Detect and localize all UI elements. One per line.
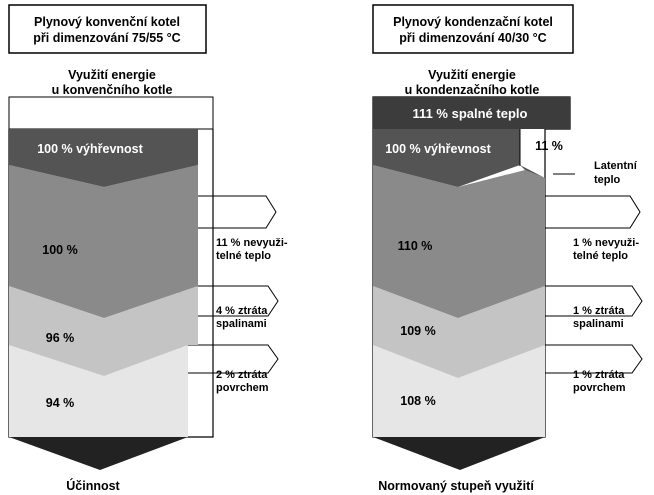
right-value-3: 108 % (400, 394, 435, 408)
left-output-arrow (9, 437, 188, 470)
right-loss-arrow-1 (544, 195, 641, 229)
left-title-line2: při dimenzování 75/55 °C (33, 31, 180, 45)
left-loss-1-line1: 11 % nevyuži- (216, 237, 288, 249)
right-title-line2: při dimenzování 40/30 °C (399, 31, 546, 45)
left-loss-1-line2: telné teplo (216, 250, 271, 262)
right-subtitle-line1: Využití energie (428, 68, 516, 82)
right-gross-heat-label: 111 % spalné teplo (413, 106, 528, 121)
left-subtitle-line1: Využití energie (68, 68, 156, 82)
right-latent-pct: 11 % (535, 139, 563, 153)
right-loss-1-line1: 1 % nevyuži- (573, 237, 639, 249)
right-title-line1: Plynový kondenzační kotel (393, 15, 553, 29)
left-loss-2-line1: 4 % ztráta (216, 305, 268, 317)
left-bottom-label: Účinnost (66, 478, 120, 493)
right-title-box (372, 4, 574, 54)
left-loss-2-line2: spalinami (216, 318, 267, 330)
right-loss-2-line1: 1 % ztráta (573, 305, 625, 317)
left-diagram: Plynový konvenční kotel při dimenzování … (8, 4, 288, 493)
right-diagram: Plynový kondenzační kotel při dimenzován… (372, 4, 643, 493)
left-input-header (8, 96, 214, 130)
left-subtitle-line2: u konvenčního kotle (52, 83, 173, 97)
right-value-1: 110 % (398, 239, 433, 253)
left-band-100 (9, 165, 198, 318)
right-loss-3-line1: 1 % ztráta (573, 369, 625, 381)
left-band-top-label: 100 % výhřevnost (37, 142, 143, 156)
right-latent-notch (520, 165, 545, 178)
right-gross-heat-bar (373, 97, 570, 129)
left-loss-3-line2: povrchem (216, 382, 269, 394)
right-latent-label-line2: teplo (594, 174, 621, 186)
left-title-box (8, 4, 207, 54)
left-value-1: 100 % (42, 243, 77, 257)
right-latent-label-line1: Latentní (594, 160, 638, 172)
right-bottom-label: Normovaný stupeň využití (378, 479, 534, 493)
right-band-110 (373, 165, 545, 318)
right-band-top-label: 100 % výhřevnost (385, 142, 491, 156)
right-value-2: 109 % (400, 324, 435, 338)
left-title-line1: Plynový konvenční kotel (34, 15, 180, 29)
left-value-3: 94 % (46, 396, 75, 410)
left-band-94 (9, 345, 188, 437)
left-band-96 (9, 286, 198, 376)
left-value-2: 96 % (46, 331, 75, 345)
right-loss-2-line2: spalinami (573, 318, 624, 330)
right-band-top (373, 129, 520, 187)
right-band-109 (373, 286, 545, 378)
right-output-arrow (373, 437, 545, 470)
right-loss-1-line2: telné teplo (573, 250, 628, 262)
left-loss-3-line1: 2 % ztráta (216, 369, 268, 381)
right-loss-3-line2: povrchem (573, 382, 626, 394)
right-band-108 (373, 345, 545, 437)
right-subtitle-line2: u kondenzačního kotle (405, 83, 540, 97)
left-band-top (9, 129, 198, 187)
